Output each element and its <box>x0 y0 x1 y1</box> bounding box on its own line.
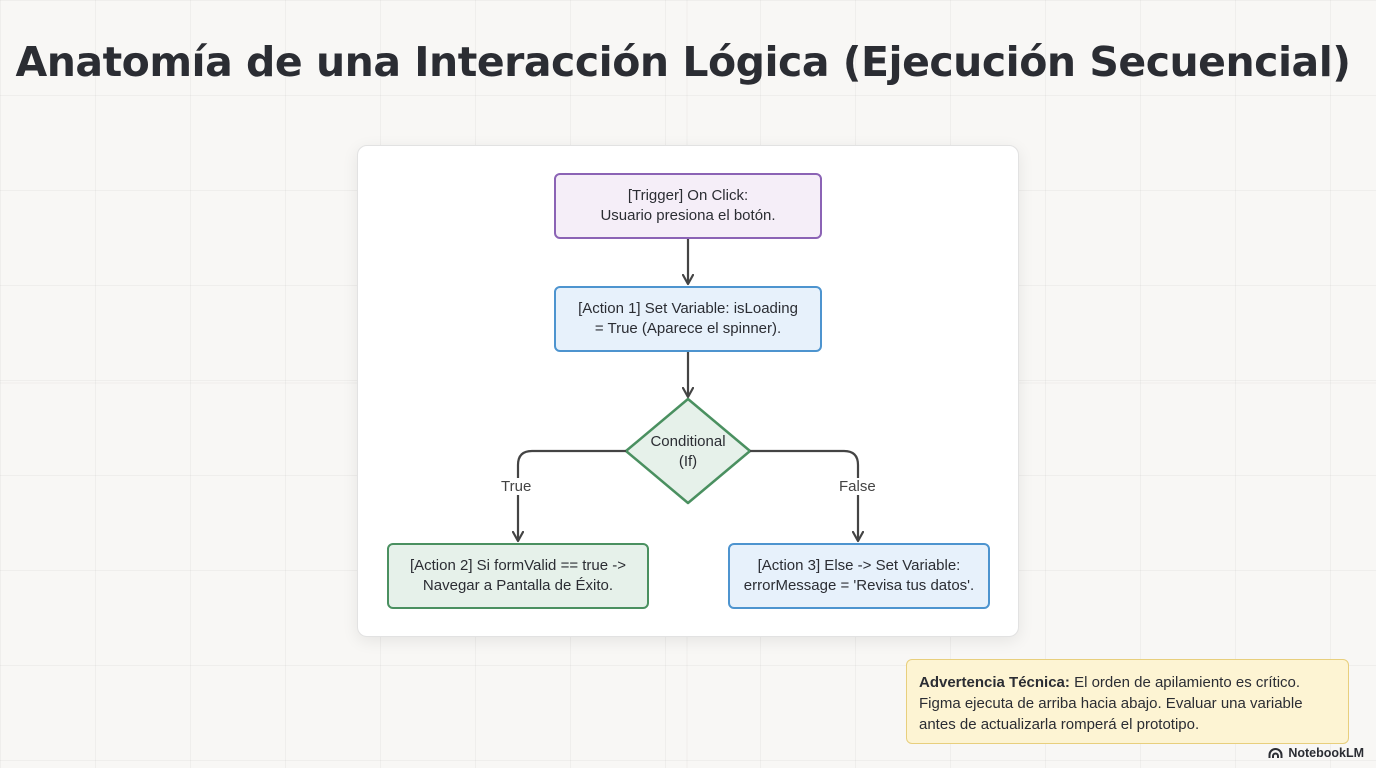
trigger-node-line2: Usuario presiona el botón. <box>600 207 776 224</box>
conditional-label-line2: (If) <box>678 453 698 470</box>
connector-false-branch <box>750 449 858 541</box>
flowchart-card: [Trigger] On Click: Usuario presiona el … <box>357 145 1019 637</box>
notebooklm-logo-icon <box>1268 747 1283 758</box>
true-branch-label: True <box>498 478 535 495</box>
conditional-label-line1: Conditional <box>650 433 726 450</box>
action1-node-line1: [Action 1] Set Variable: isLoading <box>578 300 798 317</box>
action2-node: [Action 2] Si formValid == true -> Naveg… <box>387 543 649 609</box>
notebooklm-brand: NotebookLM <box>1268 746 1364 760</box>
action3-node-line2: errorMessage = 'Revisa tus datos'. <box>743 577 975 594</box>
action1-node: [Action 1] Set Variable: isLoading = Tru… <box>554 286 822 352</box>
technical-warning-callout: Advertencia Técnica: El orden de apilami… <box>906 659 1349 744</box>
warning-text: El orden de apilamiento es crítico. Figm… <box>919 674 1303 733</box>
page-title: Anatomía de una Interacción Lógica (Ejec… <box>15 38 1351 86</box>
trigger-node-line1: [Trigger] On Click: <box>627 187 749 204</box>
conditional-label: Conditional (If) <box>628 432 748 472</box>
brand-name: NotebookLM <box>1288 746 1364 760</box>
trigger-node: [Trigger] On Click: Usuario presiona el … <box>554 173 822 239</box>
action3-node-line1: [Action 3] Else -> Set Variable: <box>757 557 961 574</box>
action2-node-line1: [Action 2] Si formValid == true -> <box>409 557 627 574</box>
action3-node: [Action 3] Else -> Set Variable: errorMe… <box>728 543 990 609</box>
connector-true-branch <box>518 449 626 541</box>
action1-node-line2: = True (Aparece el spinner). <box>594 320 782 337</box>
action2-node-line2: Navegar a Pantalla de Éxito. <box>422 577 614 594</box>
warning-heading: Advertencia Técnica <box>919 674 1065 691</box>
flowchart-connectors <box>358 239 1018 636</box>
conditional-diamond <box>624 397 752 505</box>
false-branch-label: False <box>836 478 879 495</box>
